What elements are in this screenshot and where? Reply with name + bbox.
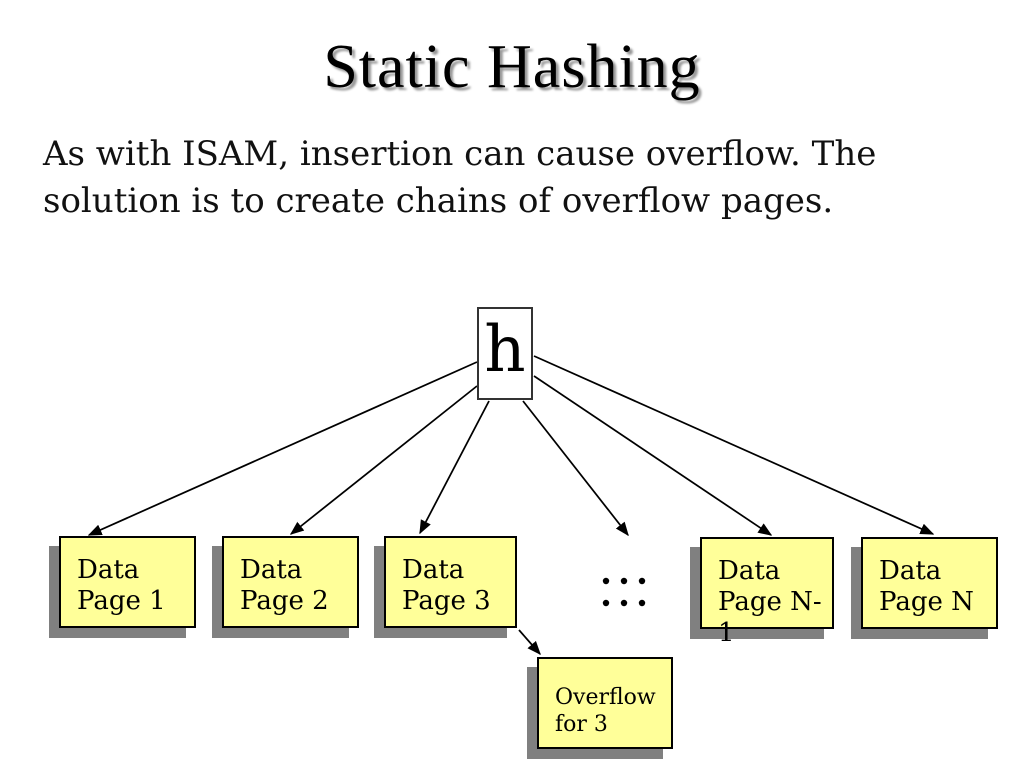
body-text-line: solution is to create chains of overflow…	[43, 181, 834, 221]
arrow-h-to-page3	[419, 400, 490, 535]
data-page-n-1-node: Data Page N-1	[700, 537, 834, 648]
arrow-h-to-page2	[289, 385, 478, 535]
slide-title: Static Hashing	[323, 33, 701, 101]
hash-function-label: h	[484, 312, 526, 387]
arrow-h-to-pageN	[533, 355, 935, 535]
arrow-page3-to-overflow	[518, 629, 541, 656]
overflow-page-node: Overflow for 3	[537, 657, 673, 749]
data-page-1-node: Data Page 1	[59, 536, 196, 628]
body-text-line: As with ISAM, insertion can cause overfl…	[43, 134, 877, 174]
data-page-n-node: Data Page N	[861, 537, 998, 629]
arrow-h-to-page1	[87, 361, 478, 536]
hash-function-node: h	[477, 307, 533, 400]
arrow-h-to-ellipsis	[522, 400, 629, 537]
ellipsis-icon	[602, 577, 646, 607]
body-text: As with ISAM, insertion can cause overfl…	[43, 131, 876, 225]
data-page-3-node: Data Page 3	[384, 536, 517, 628]
data-page-2-node: Data Page 2	[222, 536, 359, 628]
arrow-h-to-pageN-1	[533, 375, 773, 536]
